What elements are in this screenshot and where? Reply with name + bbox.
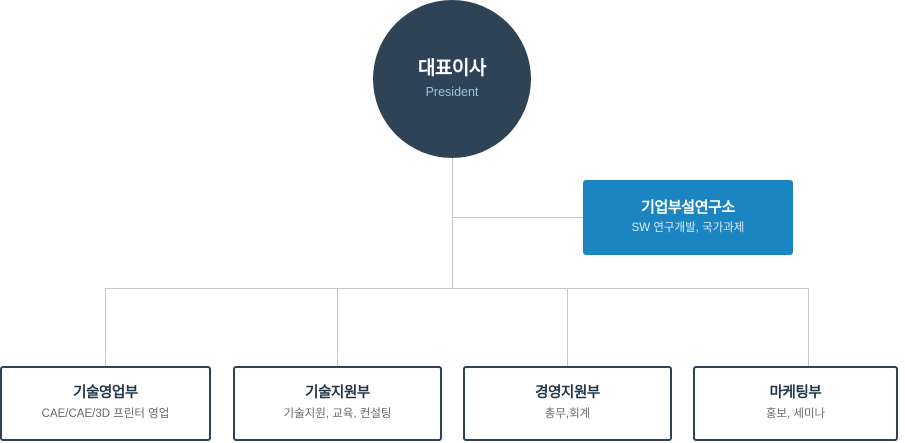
department-title: 마케팅부	[769, 385, 822, 402]
connector-research-horizontal	[452, 217, 583, 218]
department-subtitle: 홍보, 세미나	[765, 407, 826, 420]
president-subtitle: President	[425, 85, 479, 100]
node-department-management-support[interactable]: 경영지원부 총무,회계	[463, 366, 672, 441]
department-subtitle: 기술지원, 교육, 컨설팅	[283, 407, 392, 420]
connector-drop-dept-4	[808, 288, 809, 366]
connector-drop-dept-2	[337, 288, 338, 366]
node-department-technical-support[interactable]: 기술지원부 기술지원, 교육, 컨설팅	[233, 366, 442, 441]
connector-drop-dept-1	[105, 288, 106, 366]
department-subtitle: CAE/CAE/3D 프린터 영업	[41, 407, 170, 420]
connector-distribution-bar	[105, 288, 808, 289]
node-research-institute[interactable]: 기업부설연구소 SW 연구개발, 국가과제	[583, 180, 793, 255]
node-department-technical-sales[interactable]: 기술영업부 CAE/CAE/3D 프린터 영업	[0, 366, 211, 441]
connector-drop-dept-3	[567, 288, 568, 366]
research-institute-title: 기업부설연구소	[641, 199, 735, 217]
department-title: 경영지원부	[535, 385, 600, 402]
department-subtitle: 총무,회계	[544, 407, 591, 420]
department-title: 기술영업부	[73, 385, 138, 402]
president-title: 대표이사	[418, 57, 486, 79]
research-institute-subtitle: SW 연구개발, 국가과제	[631, 222, 745, 235]
department-title: 기술지원부	[305, 385, 370, 402]
node-president[interactable]: 대표이사 President	[373, 0, 531, 158]
connector-trunk-vertical	[452, 158, 453, 288]
node-department-marketing[interactable]: 마케팅부 홍보, 세미나	[693, 366, 898, 441]
